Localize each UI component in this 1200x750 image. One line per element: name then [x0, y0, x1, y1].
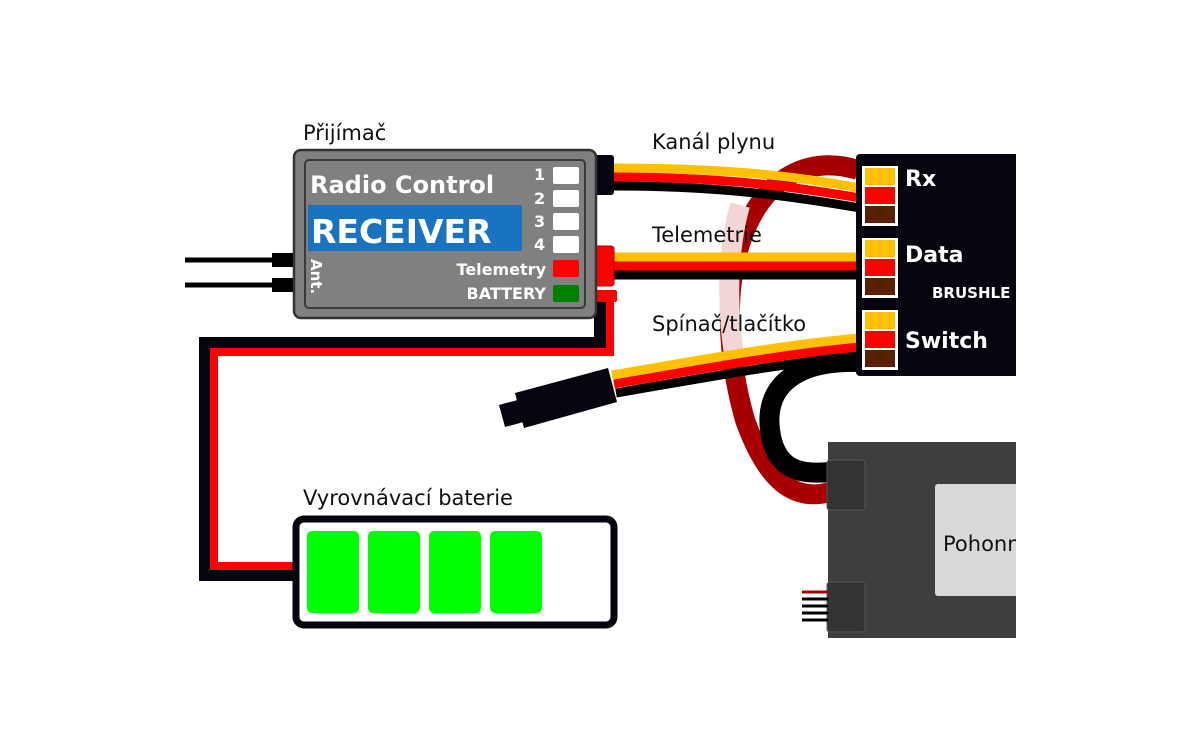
channel-2-port: [553, 190, 579, 207]
antenna-sleeve-1: [272, 253, 296, 267]
esc-port-data-label: Data: [905, 243, 963, 268]
receiver-line2: RECEIVER: [311, 212, 492, 251]
esc-port-switch: [862, 310, 898, 370]
throttle-connector: [592, 155, 614, 195]
telemetry-led: [553, 260, 579, 277]
battery-connector: [593, 290, 617, 302]
switch-label: Spínač/tlačítko: [652, 312, 806, 336]
battery-cell: [368, 531, 420, 613]
switch-wire: [611, 333, 861, 398]
antenna-label: Ant.: [307, 259, 325, 294]
throttle-wire: [611, 163, 861, 213]
channel-4-label: 4: [534, 235, 545, 254]
throttle-channel-label: Kanál plynu: [652, 130, 775, 154]
channel-3-label: 3: [534, 212, 545, 231]
battery-wire-black: [199, 296, 606, 581]
esc: Rx Data Switch BRUSHLE: [856, 154, 1026, 376]
crop-mask: [1016, 140, 1200, 660]
antenna-sleeve-2: [272, 278, 296, 292]
motor-battery: Pohonn: [802, 442, 1030, 638]
telemetry-label: Telemetrie: [651, 223, 762, 247]
backup-battery: [292, 515, 618, 629]
esc-model-text: BRUSHLE: [932, 284, 1010, 302]
receiver-badge: [308, 205, 522, 251]
esc-port-rx: [862, 166, 898, 226]
motor-battery-label: Pohonn: [943, 532, 1021, 556]
receiver: Radio Control RECEIVER 1 2 3 4 Telemetry…: [292, 148, 598, 320]
esc-port-rx-label: Rx: [905, 167, 936, 192]
battery-cell: [307, 531, 359, 613]
telemetry-port-label: Telemetry: [457, 260, 547, 279]
battery-cell: [490, 531, 542, 613]
battery-cell: [429, 531, 481, 613]
telemetry-wire: [612, 252, 860, 280]
esc-port-switch-label: Switch: [905, 329, 988, 354]
esc-power-wire-red-fade: [719, 202, 750, 362]
channel-3-port: [553, 213, 579, 230]
switch-plug[interactable]: [499, 368, 617, 428]
channel-1-port: [553, 167, 579, 184]
channel-1-label: 1: [534, 165, 545, 184]
channel-2-label: 2: [534, 189, 545, 208]
balance-lead: [802, 590, 828, 622]
receiver-label: Přijímač: [303, 121, 386, 145]
receiver-line1: Radio Control: [310, 171, 494, 199]
esc-port-data: [862, 238, 898, 298]
channel-4-port: [553, 236, 579, 253]
backup-battery-label: Vyrovnávací baterie: [303, 486, 513, 510]
battery-port-label: BATTERY: [467, 284, 547, 303]
battery-led: [553, 285, 579, 302]
battery-wire-red: [210, 296, 614, 570]
esc-power-wire-black: [759, 351, 861, 483]
